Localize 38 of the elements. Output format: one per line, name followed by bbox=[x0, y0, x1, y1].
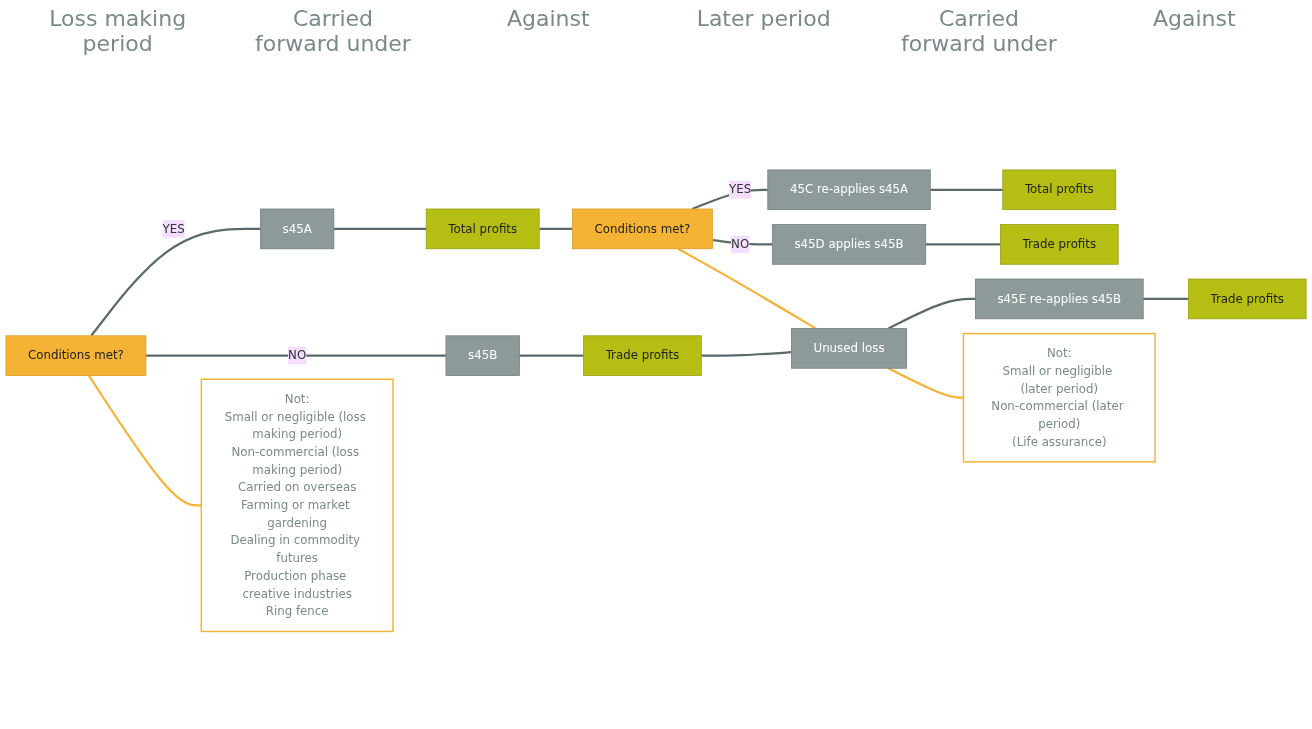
node-box: s45A bbox=[260, 208, 335, 250]
edge-label: YES bbox=[162, 221, 185, 236]
connector bbox=[930, 189, 1003, 192]
node-box: Trade profits bbox=[1000, 224, 1119, 265]
connector bbox=[88, 375, 202, 507]
node-box: Not: Small or negligible (loss making period) Non-commercial (loss making period) Carried on overseas Farming or market gardening Dealing in commodity futures Production phase creative industries Ring fence bbox=[200, 378, 394, 633]
node-box: Unused loss bbox=[791, 328, 907, 369]
column-heading: Later period bbox=[695, 6, 832, 33]
connector bbox=[887, 298, 976, 330]
connector bbox=[677, 248, 817, 330]
node-box: s45B bbox=[445, 335, 520, 377]
node-box: 45C re-applies s45A bbox=[767, 169, 931, 211]
connector bbox=[925, 243, 1001, 246]
column-heading: Against bbox=[506, 6, 591, 33]
node-box: Conditions met? bbox=[5, 335, 147, 377]
connector bbox=[887, 367, 964, 400]
node-box: Total profits bbox=[425, 208, 540, 250]
column-heading: Carried forward under bbox=[254, 6, 412, 58]
connector bbox=[701, 351, 792, 358]
node-box: s45D applies s45B bbox=[771, 224, 927, 265]
column-heading: Loss making period bbox=[48, 6, 188, 58]
column-heading: Against bbox=[1151, 6, 1237, 33]
node-box: Conditions met? bbox=[572, 208, 713, 250]
node-box: Not: Small or negligible (later period) Non-commercial (later period) (Life assurance) bbox=[962, 333, 1156, 463]
connector bbox=[1143, 298, 1189, 301]
node-box: Trade profits bbox=[1187, 279, 1307, 320]
connector bbox=[519, 354, 584, 358]
connector bbox=[145, 354, 446, 358]
edge-label: YES bbox=[729, 182, 752, 197]
node-box: Trade profits bbox=[583, 335, 702, 377]
connector bbox=[90, 228, 261, 337]
edge-label: NO bbox=[731, 237, 750, 252]
column-heading: Carried forward under bbox=[900, 6, 1058, 58]
node-box: s45E re-applies s45B bbox=[975, 279, 1144, 320]
connector bbox=[539, 228, 573, 231]
connector bbox=[333, 228, 427, 231]
edge-label: NO bbox=[288, 348, 307, 363]
node-box: Total profits bbox=[1002, 169, 1117, 211]
